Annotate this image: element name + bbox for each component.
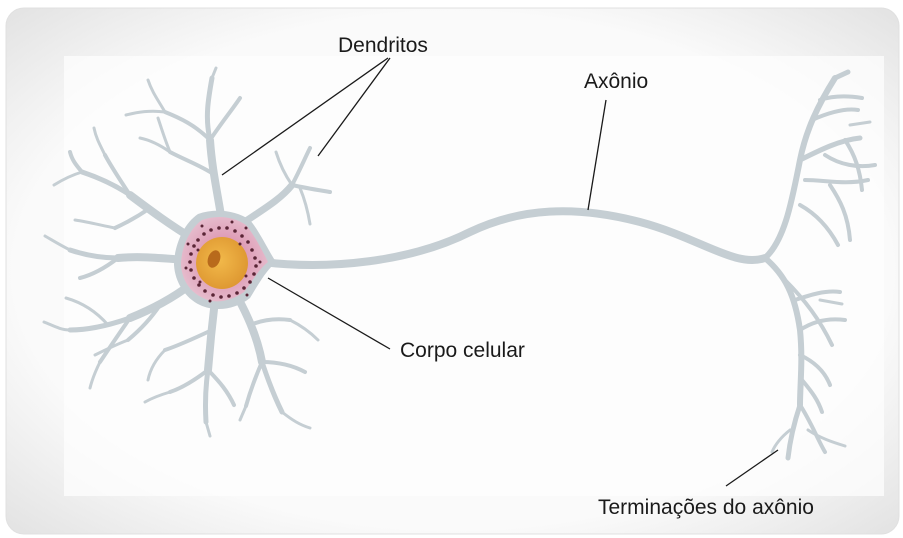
label-cell-body: Corpo celular — [400, 339, 525, 362]
label-axon-terminals: Terminações do axônio — [598, 496, 814, 519]
label-dendrites: Dendritos — [338, 34, 428, 57]
label-axon: Axônio — [584, 70, 648, 93]
